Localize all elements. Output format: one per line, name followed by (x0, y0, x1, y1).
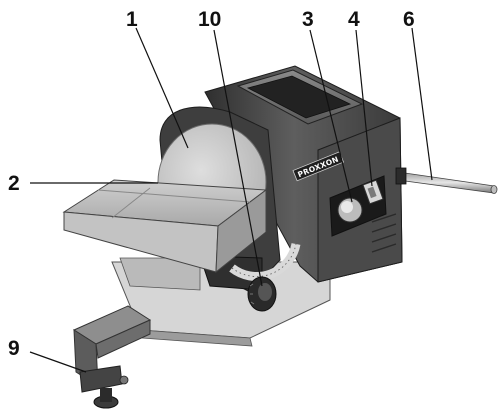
sander-machine: PROXXON (62, 65, 498, 347)
speed-selector (362, 179, 384, 205)
leader-4 (355, 29, 373, 187)
work-table (62, 179, 268, 274)
leader-9 (29, 351, 87, 373)
callout-1: 1 (126, 8, 138, 31)
leader-1 (135, 27, 189, 149)
callouts: 1 10 3 4 6 2 9 (8, 8, 415, 360)
table-locking-knob (247, 276, 277, 312)
callout-9: 9 (8, 337, 20, 360)
callout-6: 6 (403, 8, 415, 31)
callout-3: 3 (302, 8, 314, 31)
callout-4: 4 (348, 8, 360, 31)
leader-3 (309, 29, 353, 203)
on-off-switch (337, 197, 363, 223)
callout-10: 10 (198, 8, 221, 31)
leader-6 (411, 27, 433, 181)
leader-lines (29, 27, 433, 373)
mitre-guide (72, 305, 152, 409)
power-cord (395, 167, 498, 194)
vent-ribs (371, 213, 397, 253)
callout-2: 2 (8, 172, 20, 195)
leader-10 (213, 29, 263, 287)
